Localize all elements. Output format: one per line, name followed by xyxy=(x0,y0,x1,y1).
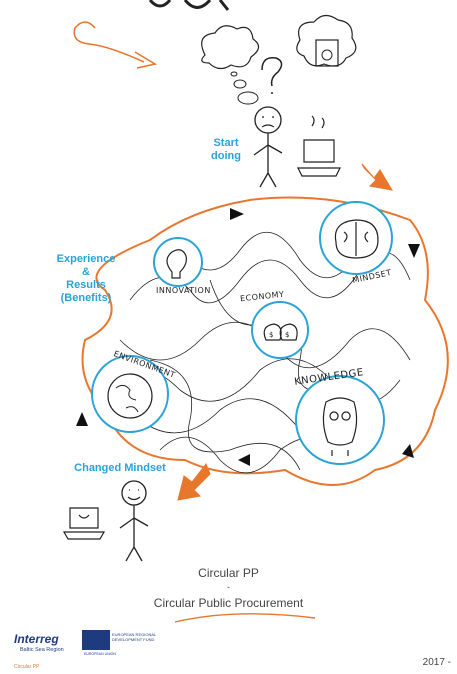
caption-line1: Circular PP xyxy=(198,566,259,580)
lightbulb-icon xyxy=(166,249,187,279)
happy-figure-face xyxy=(127,489,141,501)
interreg-logo: Interreg xyxy=(14,632,59,646)
eu-flag-icon xyxy=(82,630,110,650)
thought-bubble-medium xyxy=(233,79,247,89)
eu-text: EUROPEAN UNION xyxy=(84,652,116,656)
happy-figure-head xyxy=(121,480,147,506)
flow-arrow-right xyxy=(408,244,420,258)
swirl-arrowhead xyxy=(134,51,158,69)
worried-figure-head xyxy=(254,106,282,134)
globe-icon xyxy=(107,373,153,419)
thought-bubble-large xyxy=(237,91,259,105)
worried-figure-face xyxy=(261,116,275,128)
knowledge-circle xyxy=(295,375,385,465)
thought-bubble-small xyxy=(230,71,238,77)
owl-icon xyxy=(322,397,358,456)
start-doing-label: Start doing xyxy=(211,137,241,162)
happy-laptop-icon xyxy=(62,507,106,540)
interreg-footer: Interreg Baltic Sea Region EUROPEAN REGI… xyxy=(8,630,168,674)
thought-cloud-left xyxy=(201,25,260,70)
caption-underline xyxy=(174,613,316,623)
flow-arrow-left xyxy=(76,412,88,426)
experience-results-label: Experience & Results (Benefits) xyxy=(56,253,116,304)
worried-figure-body xyxy=(253,133,283,188)
thought-cloud-right xyxy=(296,14,357,67)
orange-arrow-bottom xyxy=(177,463,211,501)
flow-arrow-top xyxy=(230,208,244,220)
innovation-circle xyxy=(153,237,203,287)
innovation-label: INNOVATION xyxy=(156,286,211,295)
project-text: Circular PP xyxy=(14,664,40,670)
flow-arrow-bottom xyxy=(238,454,250,466)
money-bag-dollar-left: $ xyxy=(269,331,273,339)
heading-fragment xyxy=(148,0,230,11)
region-text: Baltic Sea Region xyxy=(20,647,64,653)
flow-arrow-lower-right xyxy=(402,444,414,458)
globe-continents xyxy=(115,384,139,413)
money-bags-icon xyxy=(263,323,298,341)
year-label: 2017 - xyxy=(422,657,451,668)
changed-mindset-label: Changed Mindset xyxy=(74,462,166,474)
money-bag-dollar-right: $ xyxy=(285,331,289,339)
swirl-arrow xyxy=(73,21,145,63)
question-mark-icon xyxy=(261,57,283,94)
orange-arrow-down xyxy=(361,163,393,191)
environment-circle xyxy=(91,355,169,433)
happy-figure-body xyxy=(119,505,149,562)
brain-icon xyxy=(334,219,379,259)
recycle-icon xyxy=(321,49,333,61)
trash-bin-icon xyxy=(315,39,339,67)
caption-line2: Circular Public Procurement xyxy=(153,596,304,610)
fund-text: EUROPEAN REGIONAL DEVELOPMENT FUND xyxy=(112,632,157,642)
caption-dash: - xyxy=(227,582,230,592)
broken-laptop-icon xyxy=(297,115,341,177)
